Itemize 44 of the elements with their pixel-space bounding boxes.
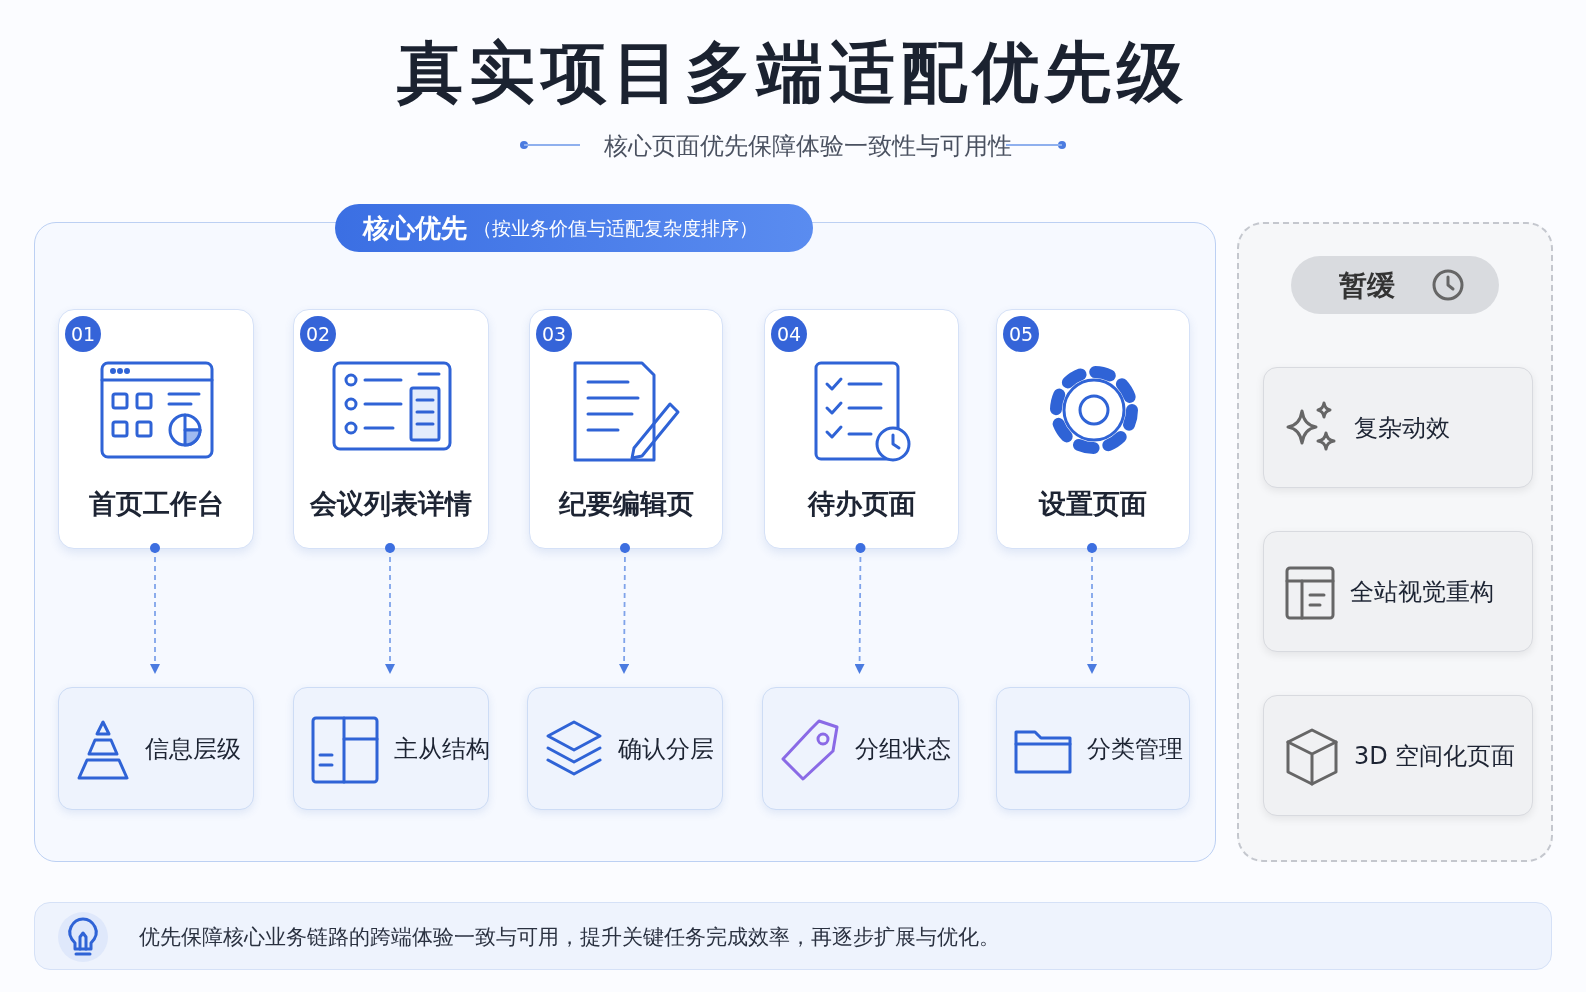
card-label: 信息层级 — [145, 733, 241, 765]
card-label: 分组状态 — [855, 733, 951, 765]
note-bar — [34, 902, 1552, 970]
card-label: 全站视觉重构 — [1350, 576, 1494, 608]
card-label: 3D 空间化页面 — [1354, 740, 1516, 772]
page-card — [996, 309, 1190, 549]
feature-card — [996, 687, 1190, 810]
note-text: 优先保障核心业务链路的跨端体验一致与可用，提升关键任务完成效率，再逐步扩展与优化。 — [139, 924, 1000, 951]
page-card — [293, 309, 489, 549]
feature-card — [762, 687, 959, 810]
deferred-card — [1263, 695, 1533, 816]
arrow — [1087, 543, 1097, 674]
number-badge: 03 — [536, 316, 572, 352]
arrow — [150, 543, 160, 674]
title: 真实项目多端适配优先级 — [396, 33, 1190, 113]
card-label: 确认分层 — [618, 733, 714, 765]
page-card — [764, 309, 959, 549]
card-label: 分类管理 — [1087, 733, 1183, 765]
card-label: 复杂动效 — [1354, 412, 1450, 444]
card-label: 设置页面 — [1037, 487, 1148, 521]
group-note: （按业务价值与适配复杂度排序） — [473, 216, 758, 241]
group-heading: 核心优先 — [363, 212, 467, 245]
arrow — [619, 543, 630, 674]
page-card — [529, 309, 723, 549]
card-label: 纪要编辑页 — [557, 487, 695, 521]
number-badge: 04 — [771, 316, 807, 352]
number-badge: 01 — [65, 316, 101, 352]
group-panel — [1237, 222, 1553, 862]
feature-card — [58, 687, 254, 810]
arrow — [854, 543, 866, 674]
feature-card — [527, 687, 723, 810]
arrow — [385, 543, 395, 674]
card-label: 首页工作台 — [87, 487, 225, 521]
deferred-card — [1263, 367, 1533, 488]
feature-card — [293, 687, 489, 810]
page-card — [58, 309, 254, 549]
subtitle: 核心页面优先保障体验一致性与可用性 — [603, 131, 1013, 162]
deferred-card — [1263, 531, 1533, 652]
number-badge: 02 — [300, 316, 336, 352]
card-label: 主从结构 — [394, 733, 490, 765]
card-label: 会议列表详情 — [309, 487, 473, 521]
group-heading: 暂缓 — [1339, 268, 1395, 304]
number-badge: 05 — [1003, 316, 1039, 352]
card-label: 待办页面 — [806, 487, 917, 521]
